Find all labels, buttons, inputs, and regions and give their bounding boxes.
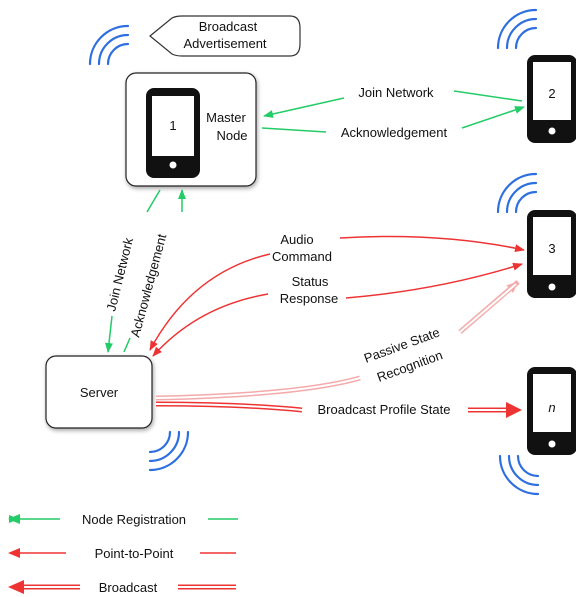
status-response-link: Status Response	[152, 262, 523, 357]
join-network-top-label: Join Network	[358, 85, 434, 100]
wifi-icon	[496, 172, 538, 214]
status-response-line1: Status	[292, 274, 329, 289]
wifi-icon	[498, 454, 540, 496]
legend-broadcast-label: Broadcast	[99, 580, 158, 595]
phone-icon	[146, 88, 200, 178]
acknowledgement-link-vertical: Acknowledgement	[123, 189, 186, 353]
status-response-line2: Response	[280, 291, 339, 306]
phone-n: n	[527, 367, 576, 455]
join-network-vertical-label: Join Network	[103, 236, 136, 313]
wifi-icon	[148, 430, 190, 472]
phone-3-number: 3	[548, 241, 555, 256]
acknowledgement-top-label: Acknowledgement	[341, 125, 448, 140]
server-label: Server	[80, 385, 119, 400]
legend-node-registration: Node Registration	[8, 512, 238, 527]
phone-3: 3	[527, 210, 576, 298]
callout-line1: Broadcast	[199, 19, 258, 34]
phone-n-number: n	[548, 400, 555, 415]
broadcast-profile-state-label: Broadcast Profile State	[318, 402, 451, 417]
legend-point-to-point: Point-to-Point	[8, 546, 236, 561]
broadcast-advertisement-callout: Broadcast Advertisement	[149, 15, 301, 57]
wifi-icon	[496, 8, 538, 50]
master-phone-number: 1	[169, 118, 176, 133]
audio-command-link: Audio Command	[149, 232, 525, 351]
join-network-link-top: Join Network	[263, 85, 523, 118]
phone-2: 2	[527, 55, 576, 143]
master-node: 1 Master Node	[125, 72, 257, 187]
phone-2-number: 2	[548, 86, 555, 101]
audio-command-line2: Command	[272, 249, 332, 264]
callout-line2: Advertisement	[183, 36, 266, 51]
legend-point-to-point-label: Point-to-Point	[95, 546, 174, 561]
acknowledgement-link-top: Acknowledgement	[261, 106, 525, 140]
legend-node-registration-label: Node Registration	[82, 512, 186, 527]
wifi-icon	[88, 24, 130, 66]
master-label-line2: Node	[216, 128, 247, 143]
master-label-line1: Master	[206, 110, 246, 125]
legend-broadcast: Broadcast	[8, 580, 236, 595]
server-node: Server	[45, 355, 153, 429]
broadcast-profile-state-link: Broadcast Profile State	[155, 401, 522, 418]
audio-command-line1: Audio	[280, 232, 313, 247]
legend: Node Registration Point-to-Point Broadca…	[8, 512, 238, 595]
